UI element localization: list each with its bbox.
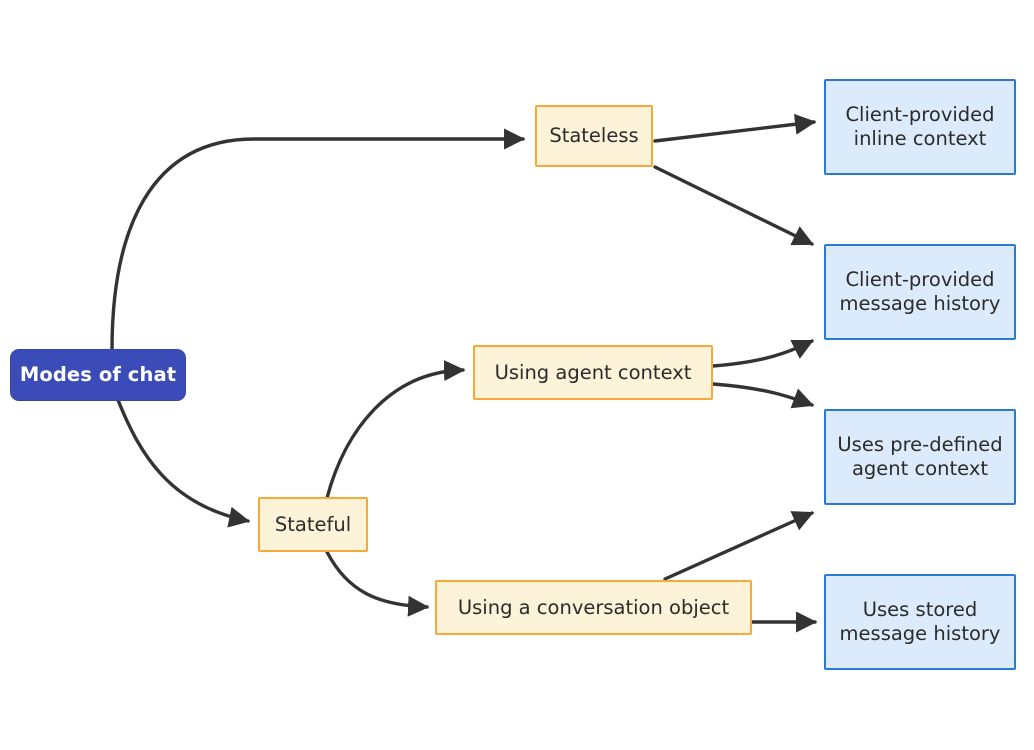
edge-stateful-to-conversation-object (325, 550, 430, 617)
edge-agent-context-to-client-message-history (711, 339, 814, 368)
node-client-provided-message-history[interactable]: Client-provided message history (824, 244, 1016, 340)
edge-root-to-stateless (110, 128, 526, 352)
edge-agent-context-to-predefined-agent-context (711, 382, 814, 409)
node-modes-of-chat[interactable]: Modes of chat (10, 349, 186, 401)
node-using-conversation-object-label: Using a conversation object (457, 595, 730, 619)
node-uses-predefined-agent-context[interactable]: Uses pre-defined agent context (824, 409, 1016, 505)
node-client-provided-inline-context[interactable]: Client-provided inline context (824, 79, 1016, 175)
node-using-agent-context-label: Using agent context (494, 360, 692, 384)
node-using-agent-context[interactable]: Using agent context (473, 345, 713, 400)
node-stateless[interactable]: Stateless (535, 105, 653, 167)
edge-stateless-to-inline-context (653, 113, 817, 143)
node-uses-predefined-agent-context-label: Uses pre-defined agent context (837, 433, 1003, 480)
node-stateful[interactable]: Stateful (258, 497, 368, 552)
node-client-provided-inline-context-label: Client-provided inline context (845, 103, 995, 150)
edge-stateless-to-client-message-history (653, 165, 814, 246)
node-modes-of-chat-label: Modes of chat (19, 363, 177, 387)
node-client-provided-message-history-label: Client-provided message history (839, 268, 1001, 315)
node-uses-stored-message-history[interactable]: Uses stored message history (824, 574, 1016, 670)
edge-root-to-stateful (116, 398, 251, 528)
node-using-conversation-object[interactable]: Using a conversation object (435, 580, 752, 635)
node-uses-stored-message-history-label: Uses stored message history (839, 598, 1001, 645)
edge-conversation-object-to-predefined-agent-context (663, 511, 814, 581)
node-stateful-label: Stateful (274, 512, 352, 536)
edge-stateful-to-agent-context (325, 359, 466, 500)
node-stateless-label: Stateless (549, 124, 639, 148)
